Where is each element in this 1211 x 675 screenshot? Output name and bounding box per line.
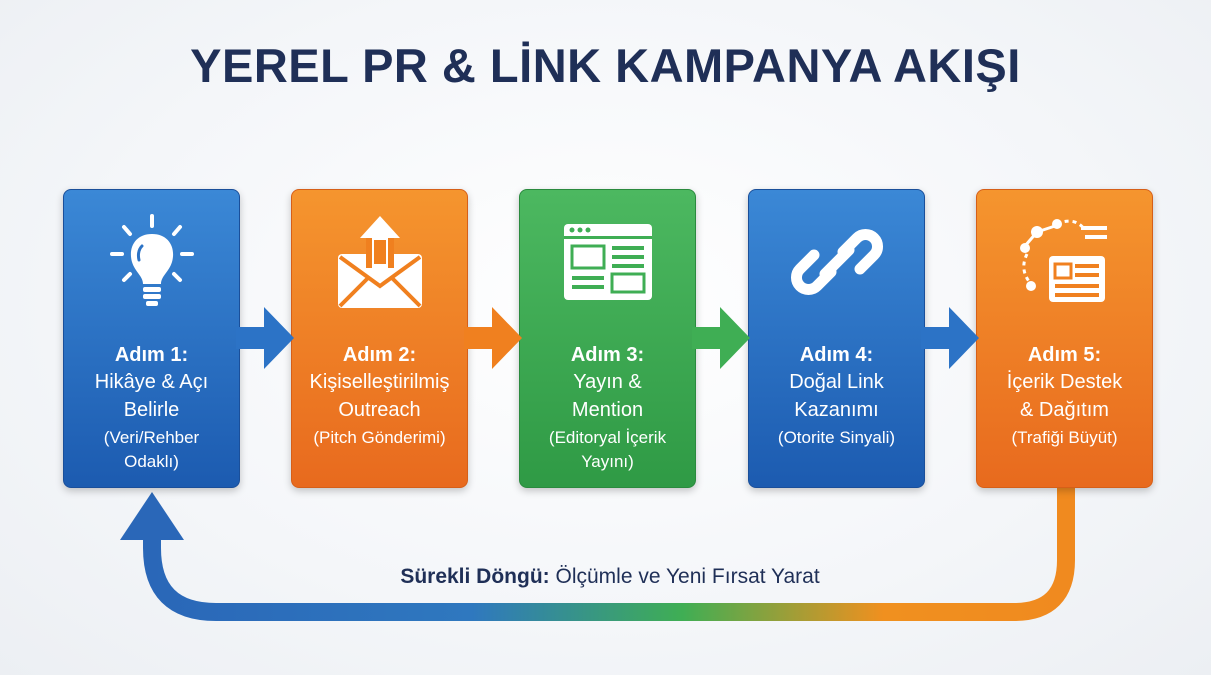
- step-card-2: Adım 2: Kişiselleştirilmiş Outreach (Pit…: [291, 189, 468, 488]
- step-4-heading: Adım 4:: [799, 344, 874, 366]
- envelope-upload-icon: [330, 212, 430, 312]
- step-3-subtitle: (Editoryal İçerik Yayını): [548, 428, 667, 471]
- step-5-subtitle: (Trafiği Büyüt): [1011, 428, 1118, 447]
- loop-caption: Sürekli Döngü: Ölçümle ve Yeni Fırsat Ya…: [300, 565, 920, 589]
- step-card-5: Adım 5: İçerik Destek & Dağıtım (Trafiği…: [976, 189, 1153, 488]
- step-2-title: Kişiselleştirilmiş Outreach: [309, 371, 450, 421]
- step-card-3: Adım 3: Yayın & Mention (Editoryal İçeri…: [519, 189, 696, 488]
- step-1-heading: Adım 1:: [114, 344, 189, 366]
- step-3-title: Yayın & Mention: [571, 371, 644, 421]
- share-document-icon: [1015, 212, 1115, 312]
- step-2-subtitle: (Pitch Gönderimi): [313, 428, 446, 447]
- step-3-heading: Adım 3:: [570, 344, 645, 366]
- loop-caption-bold: Sürekli Döngü:: [400, 565, 550, 588]
- arrow-step-3-to-4: [692, 303, 752, 373]
- step-card-4: Adım 4: Doğal Link Kazanımı (Otorite Sin…: [748, 189, 925, 488]
- lightbulb-icon: [102, 212, 202, 312]
- step-2-heading: Adım 2:: [342, 344, 417, 366]
- arrow-step-4-to-5: [921, 303, 981, 373]
- loop-caption-text: Ölçümle ve Yeni Fırsat Yarat: [549, 565, 820, 588]
- webpage-icon: [558, 212, 658, 312]
- page-title: YEREL PR & LİNK KAMPANYA AKIŞI: [190, 39, 1021, 92]
- arrow-step-2-to-3: [464, 303, 524, 373]
- step-4-subtitle: (Otorite Sinyali): [777, 428, 896, 447]
- step-5-title: İçerik Destek & Dağıtım: [1006, 371, 1123, 421]
- step-1-subtitle: (Veri/Rehber Odaklı): [103, 428, 200, 471]
- step-1-title: Hikâye & Açı Belirle: [94, 371, 209, 421]
- step-4-title: Doğal Link Kazanımı: [789, 371, 884, 421]
- chain-link-icon: [787, 212, 887, 312]
- step-card-1: Adım 1: Hikâye & Açı Belirle (Veri/Rehbe…: [63, 189, 240, 488]
- arrow-step-1-to-2: [236, 303, 296, 373]
- step-5-heading: Adım 5:: [1027, 344, 1102, 366]
